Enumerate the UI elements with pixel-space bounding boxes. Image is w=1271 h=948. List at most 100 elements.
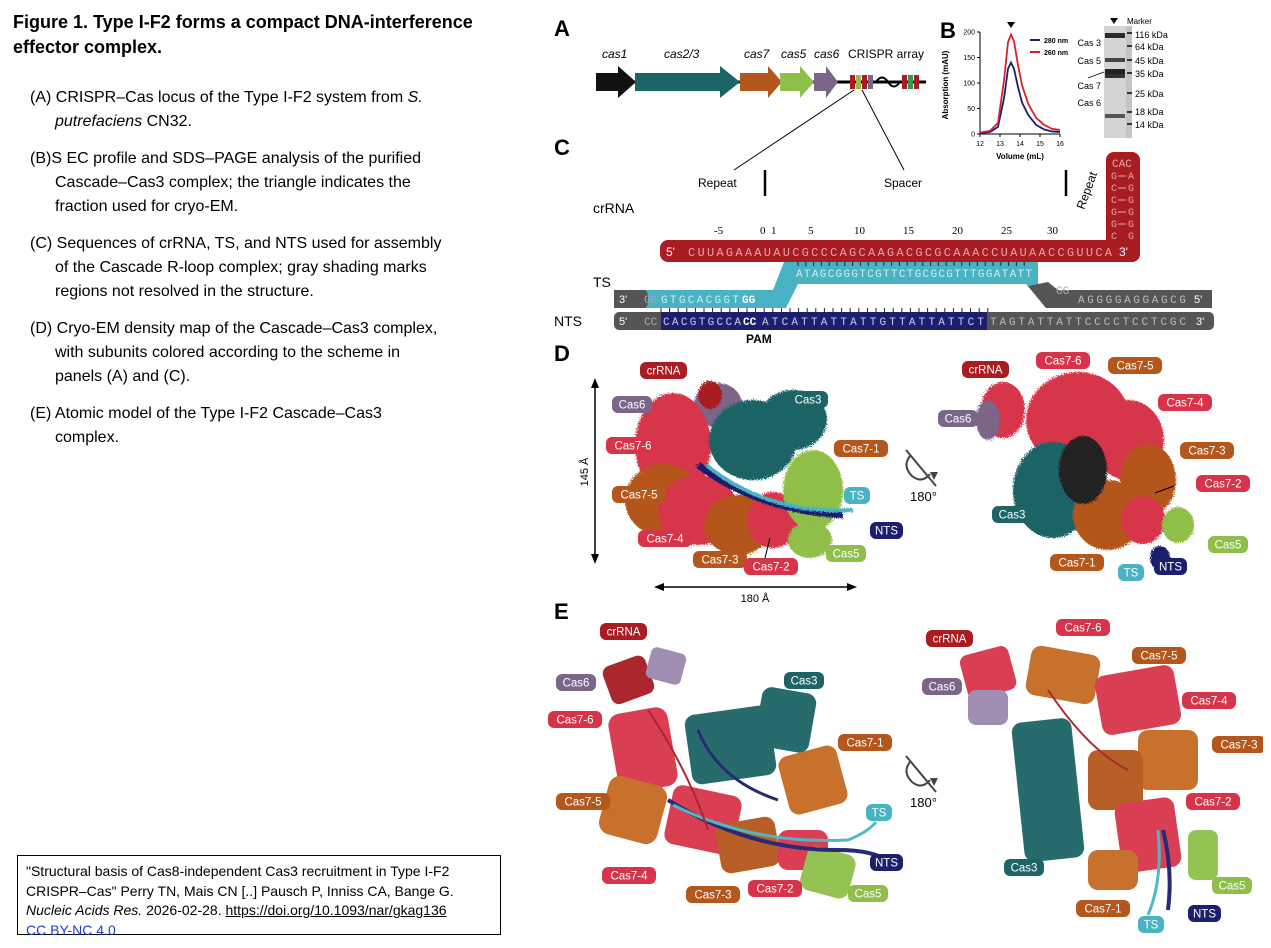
protein-label-cas5: Cas 5 [1077, 56, 1101, 66]
rotation-icon-d: 180° [905, 449, 938, 504]
tag-background [1004, 859, 1044, 876]
caption-a: (A) CRISPR–Cas locus of the Type I-F2 sy… [30, 86, 443, 134]
pam-label: PAM [746, 332, 772, 346]
gel-lane-sample [1104, 26, 1126, 138]
tag-label: TS [850, 491, 865, 503]
repeat-label-c: Repeat [1074, 169, 1101, 211]
panel-label-e: E [554, 599, 569, 624]
crrna-label: crRNA [593, 200, 635, 216]
gene-label-cas7: cas7 [744, 47, 771, 61]
ts-gray-left: GG [644, 295, 657, 307]
ts-label: TS [593, 274, 611, 290]
citation-journal: Nucleic Acids Res. [26, 902, 143, 918]
tag-label: Cas7-4 [610, 871, 648, 883]
rotation-icon-e: 180° [905, 755, 938, 810]
tag-background [1186, 793, 1240, 810]
scale-145: 145 Å [578, 457, 591, 486]
tag-label: Cas7-3 [694, 890, 731, 902]
marker-title: Marker [1127, 17, 1152, 26]
citation-box: "Structural basis of Cas8-independent Ca… [17, 855, 501, 938]
marker-25: 25 kDa [1135, 89, 1164, 99]
model-right-tag-cas7-2: Cas7-2 [1186, 793, 1240, 810]
panel-c: C crRNA Repeat -5 0 1 5 10 15 20 25 30 5… [554, 135, 1214, 346]
rotation-label-e: 180° [910, 795, 937, 810]
gene-label-cas6: cas6 [814, 47, 840, 61]
tag-label: Cas7-3 [1220, 740, 1257, 752]
caption-e: (E) Atomic model of the Type I-F2 Cascad… [30, 402, 443, 450]
model-left-tag-cas7-3: Cas7-3 [686, 886, 740, 903]
marker-116: 116 kDa [1135, 30, 1168, 40]
stem-left-6: C [1111, 232, 1117, 243]
stem-right-2: G [1128, 184, 1134, 195]
tag-background [844, 487, 870, 504]
base-pair-ticks [660, 262, 1025, 312]
tag-background [848, 885, 888, 902]
hairpin-stem: G C C G G C A G G G G G [1111, 172, 1134, 243]
legend-260: 260 nm [1044, 50, 1068, 57]
tag-label: Cas7-4 [646, 534, 684, 546]
y-axis-label: Absorption (mAU) [941, 50, 950, 119]
fraction-triangle [1110, 18, 1118, 24]
position-numbers: -5 0 1 5 10 15 20 25 30 [714, 225, 1059, 237]
tag-label: Cas6 [619, 400, 646, 412]
tag-background [1138, 916, 1164, 933]
map-right-tag-cas3: Cas3 [992, 506, 1032, 523]
gene-cas7-arrow [740, 66, 782, 98]
tag-label: Cas7-5 [564, 797, 601, 809]
map-left-tag-cas7-6: Cas7-6 [606, 437, 660, 454]
map-right-tag-cas7-2: Cas7-2 [1196, 475, 1250, 492]
ts-teal-left: GTGCACGGT [661, 295, 739, 307]
tag-label: Cas7-1 [846, 738, 883, 750]
tag-label: crRNA [969, 365, 1003, 377]
tag-label: NTS [875, 526, 898, 538]
model-left-tag-cas7-1: Cas7-1 [838, 734, 892, 751]
tag-background [1182, 692, 1236, 709]
citation-title: "Structural basis of Cas8-independent Ca… [26, 863, 454, 899]
tag-label: TS [1144, 920, 1159, 932]
tag-background [1188, 905, 1221, 922]
map-right-tag-ts: TS [1118, 564, 1144, 581]
nts-blue-bar [661, 312, 987, 330]
caption-text-after: CN32. [142, 113, 192, 130]
tag-background [1036, 352, 1090, 369]
map-right-tag-cas7-5: Cas7-5 [1108, 357, 1162, 374]
caption-text: S EC profile and SDS–PAGE analysis of th… [51, 150, 421, 215]
citation-doi-link[interactable]: https://doi.org/10.1093/nar/gkag136 [225, 902, 447, 918]
x-tick-label: 14 [1016, 141, 1024, 148]
gene-cas1-arrow [596, 66, 636, 98]
panel-label-d: D [554, 341, 570, 366]
tag-label: Cas7-1 [842, 444, 879, 456]
tag-background [834, 440, 888, 457]
ts-3prime: 3' [619, 294, 627, 306]
pos-10: 10 [854, 225, 866, 237]
license-link[interactable]: CC BY-NC 4.0 [26, 921, 116, 938]
protein-label-cas3: Cas 3 [1077, 38, 1101, 48]
tag-label: Cas7-2 [1204, 479, 1241, 491]
model-right-tag-cas7-5: Cas7-5 [1132, 647, 1186, 664]
model-left-tag-cas7-6: Cas7-6 [548, 711, 602, 728]
map-right-tag-cas7-4: Cas7-4 [1158, 394, 1212, 411]
gene-label-cas1: cas1 [602, 47, 627, 61]
stem-right-3: G [1128, 196, 1134, 207]
tag-label: crRNA [933, 634, 967, 646]
caption-list: (A) CRISPR–Cas locus of the Type I-F2 sy… [13, 86, 513, 450]
caption-letter: (E) [30, 405, 52, 422]
panel-label-c: C [554, 135, 570, 160]
tag-background [1212, 736, 1266, 753]
figure-svg: A cas1 cas2/3 cas7 cas5 cas6 CRISPR arra… [548, 16, 1266, 933]
tag-label: TS [1124, 568, 1139, 580]
tag-label: Cas6 [945, 414, 972, 426]
marker-45: 45 kDa [1135, 56, 1164, 66]
tag-background [962, 361, 1009, 378]
tag-label: Cas5 [833, 549, 860, 561]
crrna-hairpin [1106, 152, 1140, 262]
pos-30: 30 [1047, 225, 1059, 237]
tag-label: Cas7-5 [1140, 651, 1177, 663]
tag-label: Cas7-3 [1188, 446, 1225, 458]
tag-background [1118, 564, 1144, 581]
map-left-tag-cas6: Cas6 [612, 396, 652, 413]
y-tick-label: 150 [963, 55, 975, 62]
map-left-tag-cas3: Cas3 [788, 391, 828, 408]
pos-25: 25 [1001, 225, 1013, 237]
tag-background [548, 711, 602, 728]
